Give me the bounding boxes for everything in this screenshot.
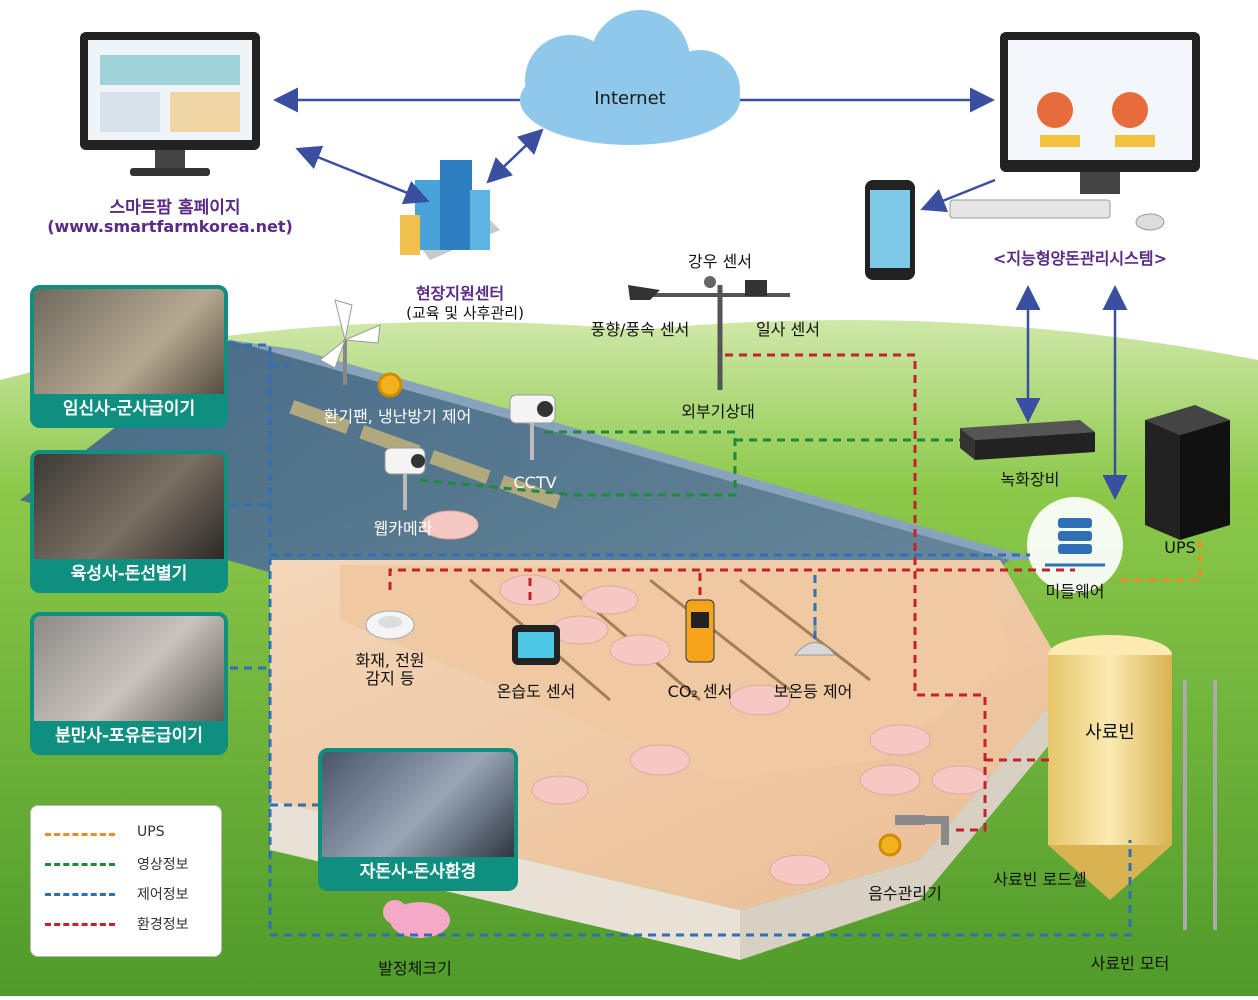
recorder-label: 녹화장비: [1000, 470, 1060, 489]
estrus-checker-pig-icon: [383, 900, 450, 938]
panel-farrowing[interactable]: 분만사-포유돈급이기: [30, 612, 228, 755]
homepage-monitor-icon: [80, 32, 260, 176]
feed-bin-label: 사료빈: [1085, 722, 1135, 743]
fire-sensor-label: 화재, 전원 감지 등: [355, 651, 425, 688]
legend-label: 환경정보: [137, 917, 189, 933]
legend-label: UPS: [137, 824, 165, 840]
fan-control-label: 환기팬, 냉난방기 제어: [323, 407, 472, 426]
legend-label: 제어정보: [137, 887, 189, 903]
ups-device-icon: [1145, 405, 1230, 540]
middleware-label: 미들웨어: [1045, 582, 1105, 601]
recorder-icon: [960, 420, 1095, 460]
humidity-sensor-icon: [512, 625, 560, 665]
red-env-lines: [388, 353, 1075, 832]
legend-line: [45, 833, 115, 836]
weather-station-label: 외부기상대: [681, 402, 755, 421]
webcam-icon: [384, 447, 426, 510]
load-cell-label: 사료빈 로드셀: [993, 870, 1087, 889]
legend-item-video: 영상정보: [45, 854, 215, 874]
cctv-camera-icon: [509, 394, 556, 460]
panel-caption: 자돈사-돈사환경: [359, 862, 477, 882]
support-center-building-icon: [400, 160, 500, 260]
legend-line: [45, 893, 115, 896]
legend-label: 영상정보: [137, 857, 189, 873]
legend-line: [45, 863, 115, 866]
internet-cloud: [520, 10, 740, 145]
wind-sensor-label: 풍향/풍속 센서: [590, 320, 690, 339]
weather-station-icon: [628, 276, 790, 390]
rain-sensor-label: 강우 센서: [688, 252, 752, 271]
system-monitor-icon: [949, 32, 1200, 231]
green-video-lines: [419, 430, 960, 497]
legend-line: [45, 923, 115, 926]
cctv-label: CCTV: [513, 473, 557, 492]
panel-gestation[interactable]: 임신사-군사급이기: [30, 285, 228, 428]
fire-sensor-icon: [365, 610, 415, 640]
system-title: <지능형양돈관리시스템>: [992, 249, 1167, 268]
feed-motor-label: 사료빈 모터: [1090, 954, 1170, 973]
water-manager-icon: [878, 815, 949, 857]
middleware-icon: [1027, 497, 1123, 593]
panel-caption: 임신사-군사급이기: [62, 399, 196, 419]
legend-item-ups: UPS: [45, 824, 215, 844]
panel-photo: [34, 454, 224, 559]
panel-caption: 육성사-돈선별기: [70, 564, 188, 584]
legend-item-env: 환경정보: [45, 914, 215, 934]
support-center-subtitle: (교육 및 사후관리): [406, 304, 524, 322]
ventilation-fan-icon: [319, 299, 403, 398]
panel-photo: [34, 289, 224, 394]
legend-item-control: 제어정보: [45, 884, 215, 904]
pig-group: [421, 510, 989, 886]
support-center-title: 현장지원센터: [415, 284, 505, 303]
water-manager-label: 음수관리기: [868, 884, 942, 903]
homepage-title: 스마트팜 홈페이지: [109, 198, 241, 218]
estrus-checker-label: 발정체크기: [378, 959, 452, 978]
panel-nursery[interactable]: 자돈사-돈사환경: [318, 748, 518, 891]
panel-photo: [322, 752, 514, 857]
ups-label: UPS: [1164, 538, 1196, 557]
heat-lamp-label: 보온등 제어: [773, 682, 853, 701]
internet-label: Internet: [594, 88, 666, 109]
panel-photo: [34, 616, 224, 721]
smartphone-icon: [865, 180, 915, 280]
webcam-label: 웹카메라: [373, 519, 433, 538]
humidity-sensor-label: 온습도 센서: [496, 682, 576, 701]
feed-bin-silo-icon: [1048, 635, 1217, 930]
solar-sensor-label: 일사 센서: [756, 320, 820, 339]
panel-caption: 분만사-포유돈급이기: [55, 726, 203, 746]
blue-control-lines: [230, 343, 1132, 937]
homepage-url[interactable]: (www.smartfarmkorea.net): [47, 217, 293, 236]
legend-box: UPS 영상정보 제어정보 환경정보: [30, 805, 222, 957]
co2-sensor-label: CO₂ 센서: [667, 682, 733, 701]
panel-grower[interactable]: 육성사-돈선별기: [30, 450, 228, 593]
co2-sensor-icon: [685, 599, 715, 663]
network-arrows: [273, 87, 1128, 500]
